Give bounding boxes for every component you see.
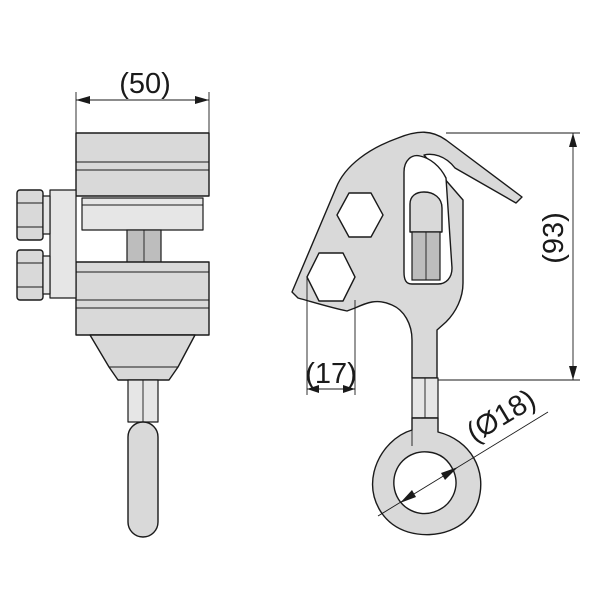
dimension-eye-label: (Ø18) — [461, 383, 541, 449]
clamp-window — [81, 197, 204, 231]
dimension-width: (50) — [75, 68, 210, 133]
dimension-hex: (17) — [305, 277, 357, 395]
clamp-body-top — [75, 132, 210, 197]
hex-nut-upper — [16, 189, 51, 241]
hex-nut-lower — [16, 249, 51, 301]
side-view — [291, 131, 523, 536]
hook-eye — [372, 417, 482, 536]
sliding-jaw — [409, 191, 443, 233]
dimension-width-label: (50) — [119, 68, 171, 100]
clamp-body-bottom — [75, 261, 210, 336]
hook-eye-edge — [127, 421, 159, 538]
dimension-height: (93) — [438, 132, 580, 381]
front-view — [16, 132, 210, 538]
funnel-neck — [89, 334, 196, 381]
side-plate — [49, 189, 77, 299]
hex-nut-front-upper — [336, 192, 384, 238]
dimension-height-label: (93) — [538, 212, 570, 264]
dimension-hex-label: (17) — [305, 358, 357, 390]
